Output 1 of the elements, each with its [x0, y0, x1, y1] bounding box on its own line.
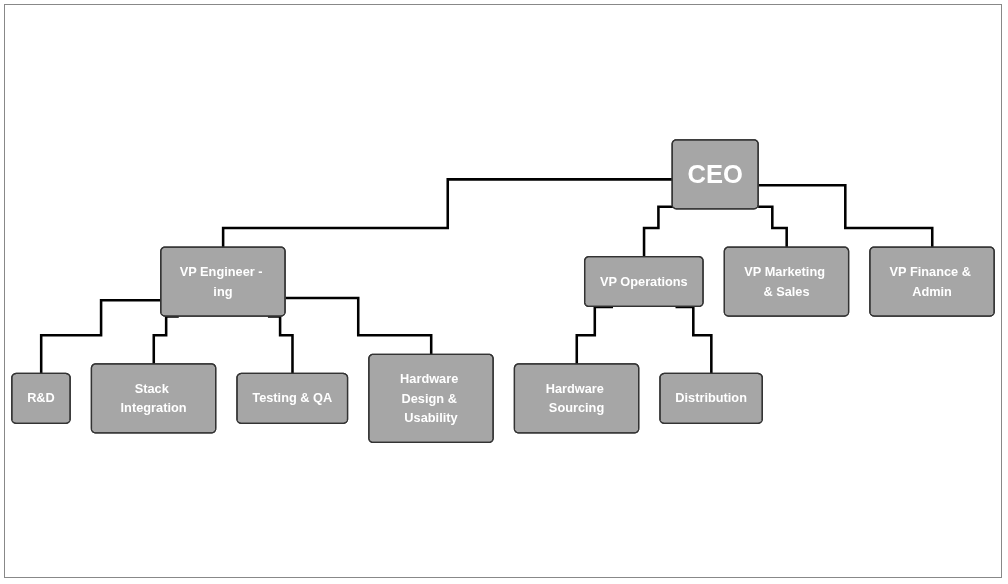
connector [285, 296, 433, 356]
